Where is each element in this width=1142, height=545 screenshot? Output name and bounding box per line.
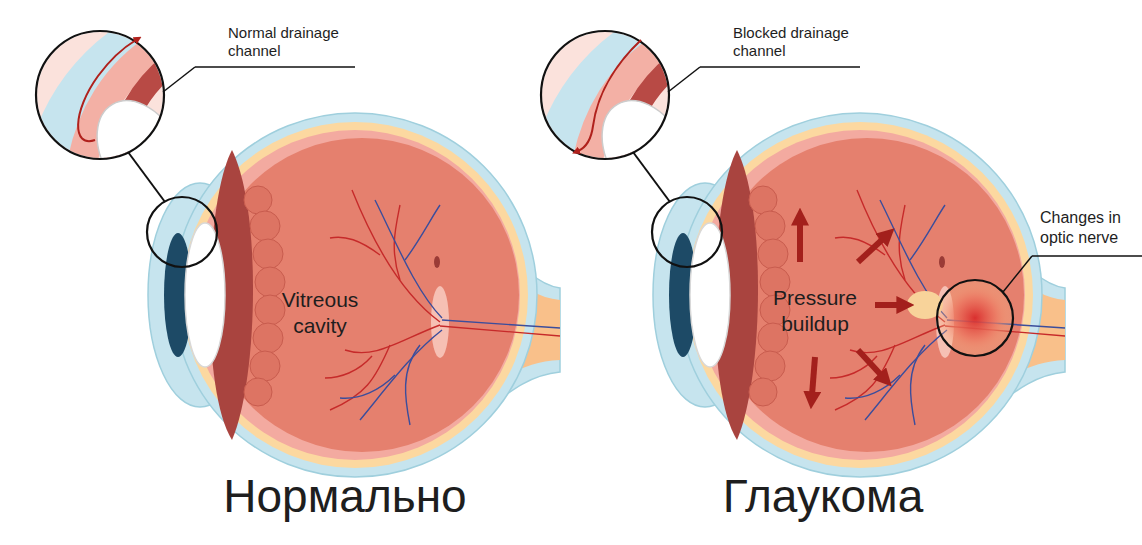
illustration-line bbox=[1032, 255, 1142, 257]
illustration-line bbox=[875, 302, 900, 308]
glaucoma-eye bbox=[653, 113, 1065, 477]
region-label: Vitreous cavity bbox=[270, 287, 370, 338]
region-label: Pressure buildup bbox=[758, 285, 872, 336]
callout-label: Normal drainage channel bbox=[228, 24, 358, 61]
illustration-line bbox=[812, 357, 815, 395]
blocked-flow-arrow bbox=[578, 40, 641, 151]
normal-eye bbox=[148, 113, 560, 477]
illustration-circle bbox=[937, 280, 1013, 356]
flow-arrow bbox=[78, 40, 136, 141]
illustration-line bbox=[1003, 256, 1032, 292]
callout-label: Blocked drainage channel bbox=[733, 24, 868, 61]
panel-title: Глаукома bbox=[663, 468, 983, 524]
illustration-line bbox=[858, 350, 882, 376]
illustration-line bbox=[797, 222, 803, 262]
panel-title: Нормально bbox=[185, 468, 505, 524]
normal-drainage-inset bbox=[30, 25, 355, 267]
blocked-drainage-inset bbox=[535, 25, 860, 267]
illustration-line bbox=[858, 238, 884, 262]
callout-label: Changes in optic nerve bbox=[1040, 208, 1137, 247]
